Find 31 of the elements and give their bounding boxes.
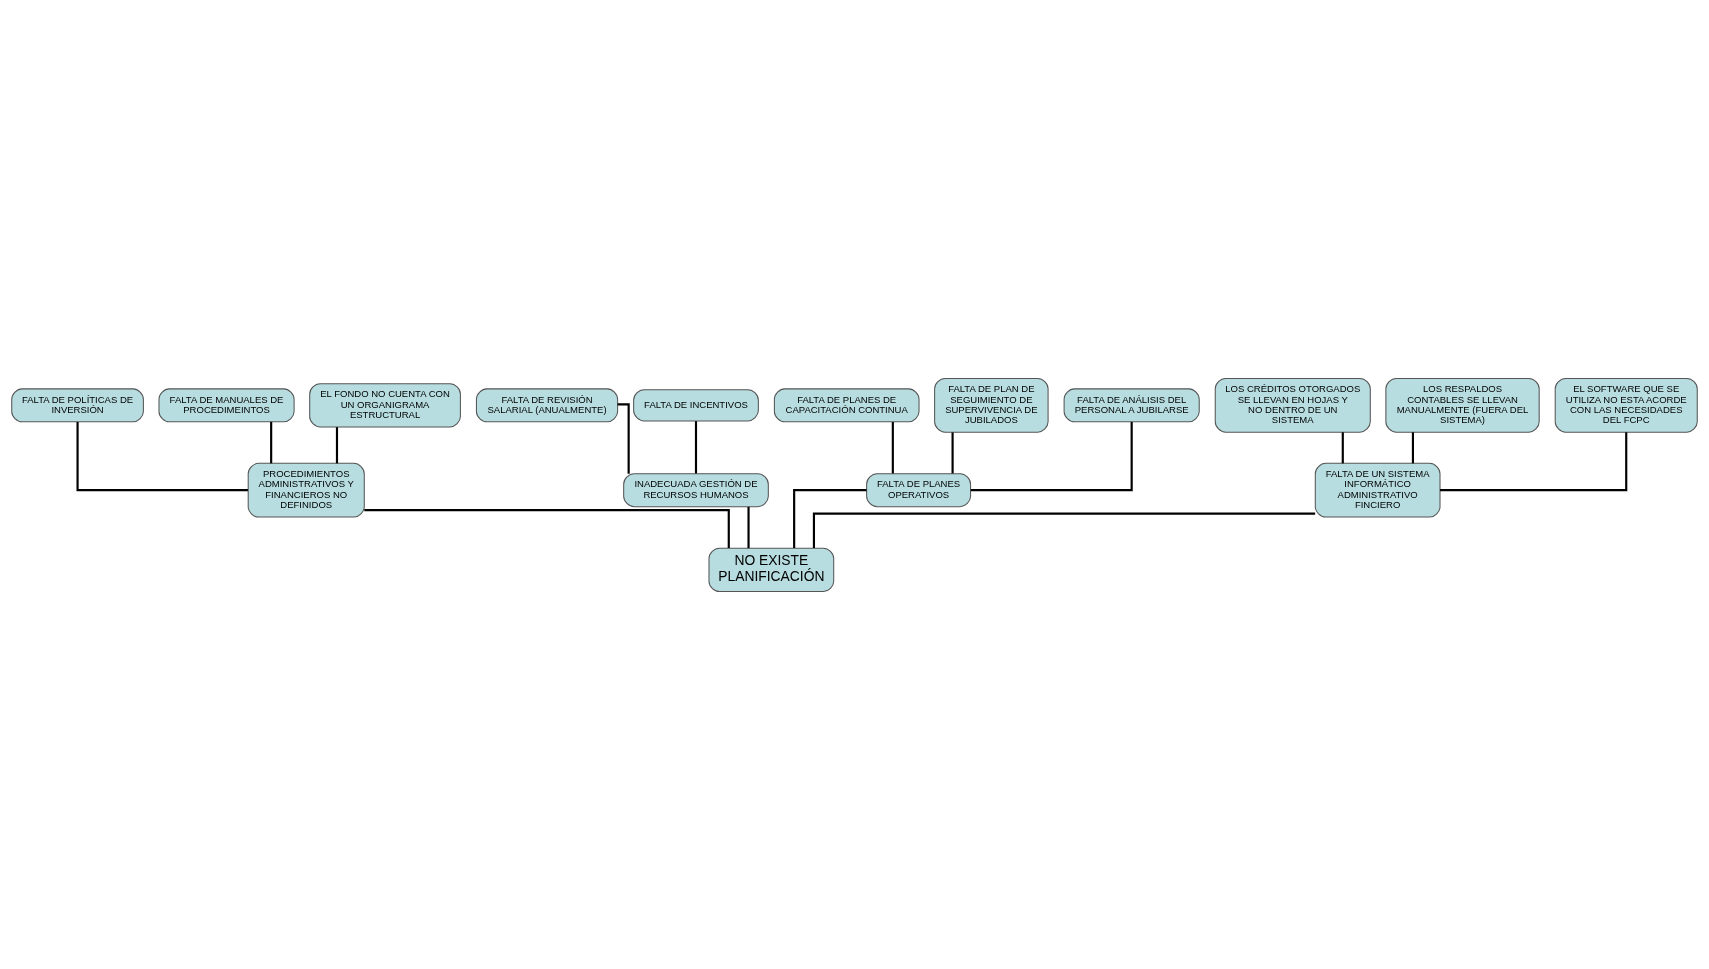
- connector: [793, 488, 867, 548]
- connector: [270, 421, 273, 463]
- node-box: FALTA DE MANUALES DE PROCEDIMEINTOS: [158, 387, 295, 422]
- connector: [891, 421, 894, 473]
- connector: [364, 508, 730, 548]
- node-box: NO EXISTE PLANIFICACIÓN: [708, 547, 835, 592]
- node-box: FALTA DE ANÁLISIS DEL PERSONAL A JUBILARSE: [1063, 387, 1200, 422]
- connector: [76, 421, 248, 491]
- node-box: FALTA DE REVISIÓN SALARIAL (ANUALMENTE): [475, 387, 619, 422]
- connector: [812, 512, 1316, 548]
- node-box: EL FONDO NO CUENTA CON UN ORGANIGRAMA ESTRUCTURAL: [309, 382, 461, 427]
- node-box: LOS CRÉDITOS OTORGADOS SE LLEVAN EN HOJAS Y NO DENTRO DE UN SISTEMA: [1214, 377, 1371, 433]
- connector: [694, 420, 698, 473]
- node-box: PROCEDIMIENTOS ADMINISTRATIVOS Y FINANCIEROS NO DEFINIDOS: [247, 462, 365, 518]
- node-box: LOS RESPALDOS CONTABLES SE LLEVAN MANUALMENTE (FUERA DEL SISTEMA): [1385, 377, 1540, 433]
- connector: [617, 402, 630, 474]
- connector: [1341, 431, 1344, 463]
- node-box: INADECUADA GESTIÓN DE RECURSOS HUMANOS: [623, 472, 769, 507]
- connector: [747, 506, 750, 548]
- connector: [1440, 431, 1628, 491]
- node-box: FALTA DE INCENTIVOS: [633, 388, 759, 421]
- node-box: FALTA DE PLAN DE SEGUIMIENTO DE SUPERVIVENCIA DE JUBILADOS: [934, 377, 1049, 433]
- node-box: FALTA DE POLÍTICAS DE INVERSIÓN: [11, 387, 144, 422]
- connector: [970, 421, 1133, 491]
- node-box: FALTA DE PLANES OPERATIVOS: [866, 472, 972, 507]
- connector: [1411, 431, 1415, 463]
- connector: [335, 426, 339, 463]
- connector: [951, 431, 954, 473]
- node-box: FALTA DE PLANES DE CAPACITACIÓN CONTINUA: [773, 387, 920, 422]
- node-box: EL SOFTWARE QUE SE UTILIZA NO ESTA ACORDE CON LAS NECESIDADES DEL FCPC: [1554, 377, 1698, 433]
- node-box: FALTA DE UN SISTEMA INFORMÁTICO ADMINISTRATIVO FINCIERO: [1314, 462, 1441, 518]
